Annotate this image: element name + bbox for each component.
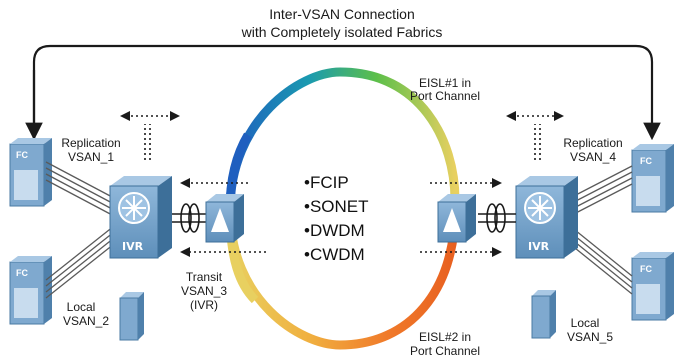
title-line-1: Inter-VSAN Connection bbox=[269, 6, 415, 22]
fc-label: FC bbox=[640, 156, 652, 166]
right-fibre-links bbox=[569, 165, 633, 295]
right-replication-vsan: VSAN_4 bbox=[569, 150, 617, 164]
server-icon bbox=[531, 290, 556, 339]
left-replication-label: Replication bbox=[61, 136, 121, 150]
eisl2-label-line-2: Port Channel bbox=[409, 344, 481, 358]
left-fibre-links bbox=[45, 161, 115, 299]
title-line-2: with Completely isolated Fabrics bbox=[241, 24, 443, 40]
left-replication-vsan: VSAN_1 bbox=[67, 150, 115, 164]
fc-label: FC bbox=[16, 150, 28, 160]
fc-label: FC bbox=[16, 268, 28, 278]
tech-item: •SONET bbox=[304, 197, 369, 216]
optical-mux-icon bbox=[437, 194, 476, 243]
right-local-label: Local bbox=[570, 316, 600, 330]
transit-ivr: (IVR) bbox=[190, 298, 218, 312]
optical-mux-icon bbox=[205, 194, 244, 243]
eisl2-label-line-1: EISL#2 in bbox=[418, 330, 472, 344]
multilayer-switch-icon bbox=[109, 176, 172, 259]
transit-label: Transit bbox=[185, 270, 223, 284]
left-local-label: Local bbox=[66, 300, 96, 314]
eisl1-label-line-2: Port Channel bbox=[409, 89, 481, 103]
eisl1-label-line-1: EISL#1 in bbox=[418, 76, 472, 90]
tech-item: •CWDM bbox=[304, 245, 365, 264]
tech-item: •FCIP bbox=[304, 173, 349, 192]
arrow-heads bbox=[120, 111, 564, 257]
inter-vsan-connection-line bbox=[32, 44, 661, 141]
right-local-vsan: VSAN_5 bbox=[566, 330, 614, 344]
storage-array-icon bbox=[631, 252, 674, 321]
ring-bottom-arc bbox=[225, 209, 460, 350]
right-replication-label: Replication bbox=[563, 136, 623, 150]
ivr-label: IVR bbox=[122, 240, 144, 253]
left-local-vsan: VSAN_2 bbox=[62, 314, 110, 328]
right-port-channel bbox=[478, 203, 516, 233]
fc-label: FC bbox=[640, 264, 652, 274]
dotted-flow-arrows bbox=[126, 115, 558, 253]
transit-vsan: VSAN_3 bbox=[180, 284, 228, 298]
storage-array-icon bbox=[631, 144, 674, 213]
multilayer-switch-icon bbox=[515, 176, 578, 259]
left-port-channel bbox=[172, 203, 208, 233]
server-icon bbox=[119, 292, 144, 341]
storage-array-icon bbox=[9, 138, 52, 207]
ivr-label: IVR bbox=[528, 240, 550, 253]
storage-array-icon bbox=[9, 256, 52, 325]
tech-item: •DWDM bbox=[304, 221, 365, 240]
